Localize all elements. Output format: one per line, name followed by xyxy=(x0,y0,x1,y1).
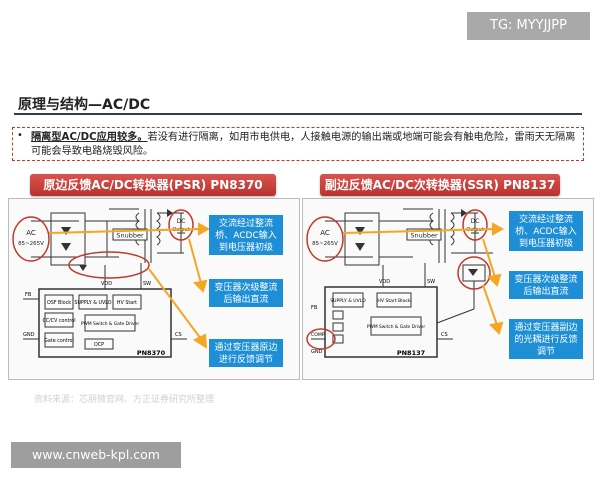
psr-circuit-diagram: Snubber AC 85~265V DC Output OSF Block S… xyxy=(12,208,211,358)
psr-header: 原边反馈AC/DC转换器(PSR) PN8370 xyxy=(30,174,276,196)
psr-callout-3: 通过变压器原边进行反馈调节 xyxy=(209,339,283,367)
psr-pin-fb: FB xyxy=(25,292,32,298)
ssr-block-supply: SUPPLY & UVLO xyxy=(330,298,366,304)
psr-block-osf: OSF Block xyxy=(47,300,71,306)
ssr-callout-3: 通过变压器副边的光耦进行反馈调节 xyxy=(509,319,583,359)
ssr-dc-label: DC xyxy=(471,218,480,225)
isolation-note: • 隔离型AC/DC应用较多。若没有进行隔离，如用市电供电，人接触电源的输出端或… xyxy=(12,127,584,161)
ssr-header: 副边反馈AC/DC次转换器(SSR) PN8137 xyxy=(320,174,560,196)
ssr-pin-comp: COMP xyxy=(311,332,325,338)
source-note: 资料来源：芯朋微官网、方正证券研究所整理 xyxy=(34,395,215,405)
note-bullet: • xyxy=(17,130,23,141)
psr-ac-range: 85~265V xyxy=(18,241,44,247)
note-bold: 隔离型AC/DC应用较多。 xyxy=(31,132,148,143)
ssr-pin-gnd: GND xyxy=(311,349,323,355)
ssr-callout-1: 交流经过整流桥、ACDC输入到电压器初级 xyxy=(509,211,583,251)
note-text: 隔离型AC/DC应用较多。若没有进行隔离，如用市电供电，人接触电源的输出端或地端… xyxy=(31,131,579,159)
psr-chip-label: PN8370 xyxy=(137,349,166,357)
psr-pin-sw: SW xyxy=(143,281,151,287)
ssr-snubber-label: Snubber xyxy=(410,232,438,240)
psr-ac-label: AC xyxy=(26,229,36,237)
footer-watermark: www.cnweb-kpl.com xyxy=(11,442,181,468)
psr-pin-vdd: VDD xyxy=(101,281,112,287)
ssr-pin-fb: FB xyxy=(311,305,318,311)
ssr-block-hv: HV Start Block xyxy=(377,298,411,304)
note-body: 若没有进行隔离，如用市电供电，人接触电源的输出端或地端可能会有触电危险，雷雨天无… xyxy=(31,132,576,157)
tg-watermark: TG: MYYJJPP xyxy=(467,12,590,40)
psr-block-supply: SUPPLY & UVLO xyxy=(74,300,111,306)
ssr-pin-cs: CS xyxy=(441,332,448,338)
ssr-callout-2: 变压器次级整流后输出直流 xyxy=(509,271,583,299)
ssr-pin-vdd: VDD xyxy=(379,279,390,285)
psr-block-ocp: OCP xyxy=(94,342,104,348)
psr-block-gate: Gate control xyxy=(44,338,74,344)
psr-block-hv: HV Start xyxy=(117,300,137,306)
psr-pin-cs: CS xyxy=(175,332,182,338)
psr-block-pwm: PWM Switch & Gate Driver xyxy=(81,321,140,327)
ssr-ac-label: AC xyxy=(320,229,330,237)
ssr-ac-range: 85~265V xyxy=(312,241,338,247)
psr-dc-label: DC xyxy=(177,218,186,225)
ssr-pin-sw: SW xyxy=(427,279,435,285)
psr-pin-gnd: GND xyxy=(23,332,35,338)
ssr-circuit-diagram: Snubber AC 85~265V DC Output SUPPLY & UV… xyxy=(306,208,505,358)
psr-callout-2: 变压器次级整流后输出直流 xyxy=(209,279,283,307)
psr-panel: Snubber AC 85~265V DC Output OSF Block S… xyxy=(8,198,300,380)
psr-callout-1: 交流经过整流桥、ACDC输入到电压器初级 xyxy=(209,215,283,255)
title-underline xyxy=(14,113,582,115)
psr-snubber-label: Snubber xyxy=(116,232,144,240)
section-title: 原理与结构—AC/DC xyxy=(18,97,151,113)
ssr-chip-label: PN8137 xyxy=(397,349,425,357)
psr-block-cccv: CC/CV control xyxy=(42,318,75,324)
ssr-block-pwm: PWM Switch & Gate Driver xyxy=(367,324,426,330)
ssr-panel: Snubber AC 85~265V DC Output SUPPLY & UV… xyxy=(302,198,594,380)
